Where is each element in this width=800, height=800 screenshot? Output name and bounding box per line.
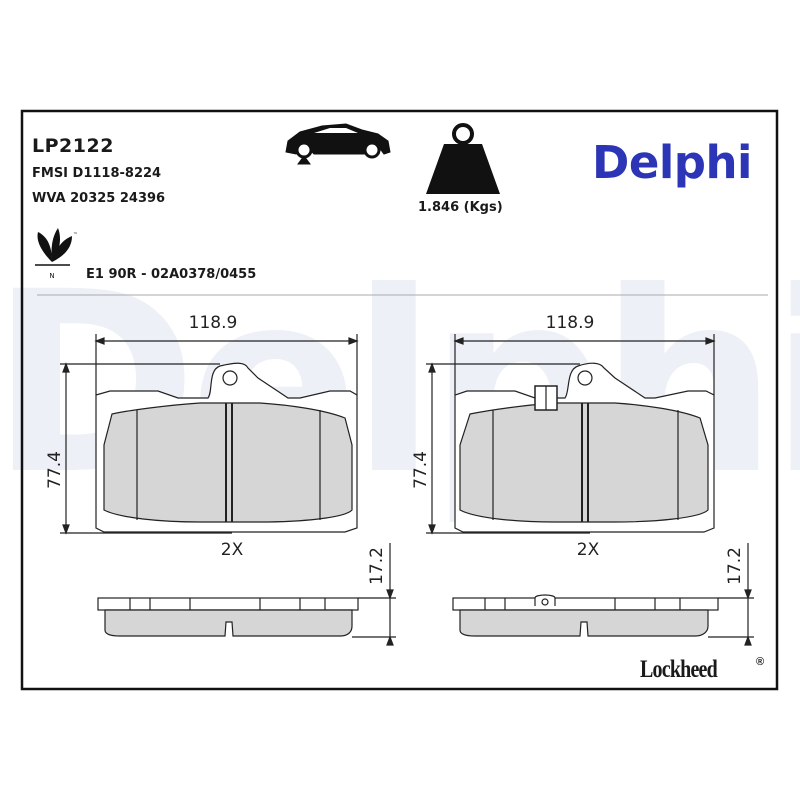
svg-text:™: ™: [73, 232, 78, 238]
frame: [20, 109, 779, 691]
pad-drawing-front-left: [60, 334, 359, 535]
car-lift-icon: [285, 123, 391, 165]
thickness-label-left: 17.2: [367, 547, 387, 585]
qty-label-right: 2X: [577, 540, 600, 560]
pad-drawing-front-right: [426, 334, 716, 535]
weight-value: 1.846 (Kgs): [418, 200, 503, 215]
wva-code: WVA 20325 24396: [32, 191, 166, 206]
eco-badge: N: [49, 272, 54, 280]
width-label-right: 118.9: [546, 313, 595, 333]
fmsi-code: FMSI D1118-8224: [32, 166, 162, 181]
qty-label-left: 2X: [221, 540, 244, 560]
approval-number: E1 90R - 02A0378/0455: [86, 267, 257, 282]
part-number: LP2122: [32, 135, 114, 157]
eco-leaf-icon: N ™: [35, 228, 78, 280]
sub-brand-logo: Lockheed: [640, 656, 718, 683]
width-label-left: 118.9: [189, 313, 238, 333]
pad-drawing-side-left: [97, 543, 396, 646]
pad-drawing-side-right: [452, 543, 754, 646]
thickness-label-right: 17.2: [725, 547, 745, 585]
height-label-left: 77.4: [45, 451, 65, 489]
brand-logo: Delphi: [592, 136, 752, 189]
height-label-right: 77.4: [411, 451, 431, 489]
weight-icon: [426, 123, 500, 194]
registered-mark: ®: [756, 656, 765, 668]
